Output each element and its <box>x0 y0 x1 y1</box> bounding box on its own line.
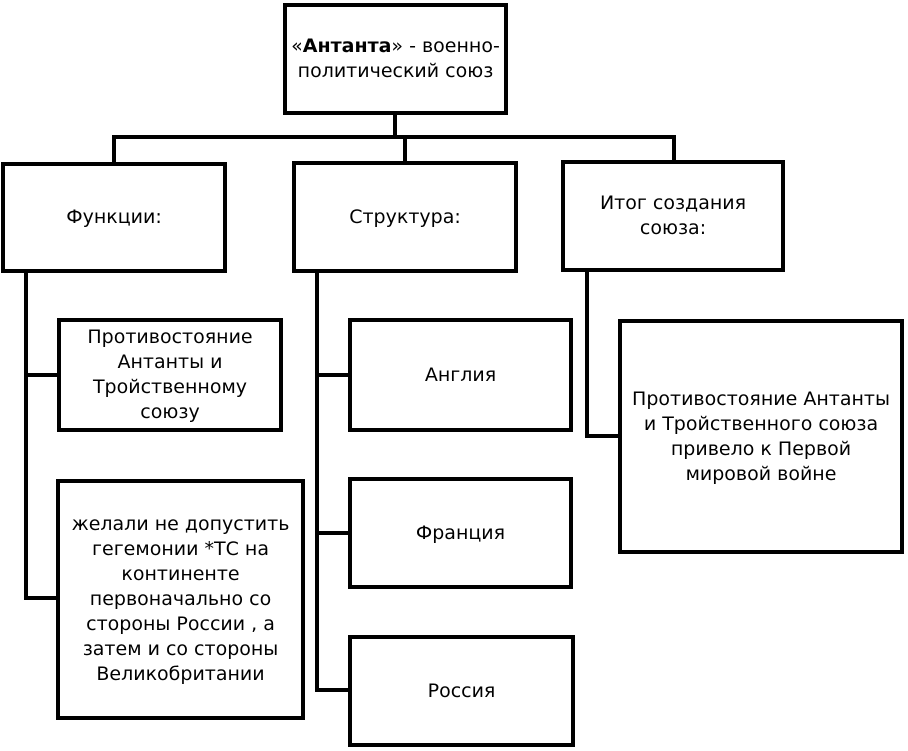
functions-node: Функции: <box>1 162 227 273</box>
functions-item-2-label: желали не допустить гегемонии *ТС на кон… <box>71 513 290 685</box>
structure-item-label: Россия <box>427 679 496 702</box>
result-label: Итог создания союза: <box>599 192 747 239</box>
functions-item-1: Противостояние Антанты и Тройственному с… <box>57 318 283 432</box>
functions-item-1-label: Противостояние Антанты и Тройственному с… <box>87 326 253 423</box>
root-name: Антанта <box>302 35 392 57</box>
root-node: «Антанта» - военно-политический союз <box>283 3 508 115</box>
structure-item-label: Англия <box>424 363 497 386</box>
structure-item-england: Англия <box>348 318 573 432</box>
structure-item-france: Франция <box>348 477 573 589</box>
functions-label: Функции: <box>66 206 162 228</box>
result-item-1: Противостояние Антанты и Тройственного с… <box>618 319 904 554</box>
result-node: Итог создания союза: <box>561 160 785 272</box>
structure-item-russia: Россия <box>348 635 575 747</box>
structure-node: Структура: <box>292 161 518 273</box>
root-label: «Антанта» - военно-политический союз <box>287 34 504 84</box>
functions-item-2: желали не допустить гегемонии *ТС на кон… <box>56 479 305 720</box>
structure-item-label: Франция <box>415 521 506 544</box>
root-description: - военно-политический союз <box>297 35 500 82</box>
structure-label: Структура: <box>349 205 461 228</box>
result-item-1-label: Противостояние Антанты и Тройственного с… <box>632 387 890 485</box>
root-close-quote: » <box>391 35 404 57</box>
root-open-quote: « <box>291 35 303 57</box>
